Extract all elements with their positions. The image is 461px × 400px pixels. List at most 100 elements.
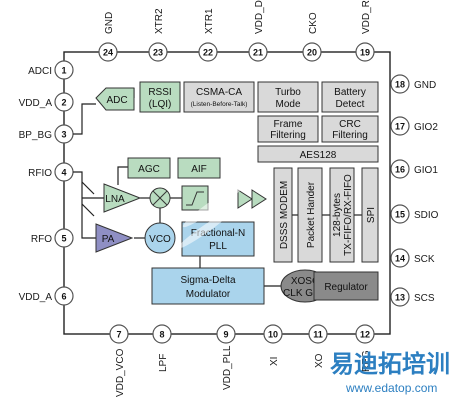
pin-3-label: BP_BG xyxy=(19,130,53,141)
pin-10: 10 XI xyxy=(263,324,283,366)
pin-14-number: 14 xyxy=(395,254,405,264)
packet-handler-block: Packet Hander xyxy=(297,167,323,263)
aes-shape xyxy=(257,145,379,163)
pin-3-number: 3 xyxy=(61,130,66,140)
adc-shape xyxy=(95,87,135,111)
rssi-shape xyxy=(139,81,181,113)
fifo-shape xyxy=(329,167,355,263)
adc-label: ADC xyxy=(106,95,127,106)
pin-13-ring xyxy=(390,287,410,307)
regulator-shape xyxy=(313,271,379,301)
pin-5-number: 5 xyxy=(61,234,66,244)
battery-shape xyxy=(321,81,379,113)
pin-21-ring xyxy=(248,42,268,62)
pin-15-label: SDIO xyxy=(414,210,439,221)
pin-16-label: GIO1 xyxy=(414,165,438,176)
pin-23-label: XTR2 xyxy=(154,8,165,34)
pin-18: 18 GND xyxy=(390,74,436,94)
pin-24-label: GND xyxy=(104,12,115,34)
pin-15: 15 SDIO xyxy=(390,204,439,224)
pin-9-number: 9 xyxy=(223,330,228,340)
pin-6-label: VDD_A xyxy=(19,292,53,303)
vco-shape xyxy=(144,222,176,254)
pin-23: XTR2 23 xyxy=(148,8,168,62)
pin-21-label: VDD_D xyxy=(254,0,265,34)
pin-16-number: 16 xyxy=(395,165,405,175)
turbo-shape xyxy=(257,81,319,113)
frame-filter-label-1: Frame xyxy=(274,119,303,130)
pin-24-number: 24 xyxy=(103,48,113,58)
pin-19-number: 19 xyxy=(360,48,370,58)
spi-block: SPI xyxy=(361,167,379,263)
crc-filter-shape xyxy=(321,115,379,143)
pin-15-number: 15 xyxy=(395,210,405,220)
spi-label: SPI xyxy=(366,207,377,223)
streak-2 xyxy=(177,211,231,249)
pin-20: CKO 20 xyxy=(302,12,322,62)
pin-11: 11 XO xyxy=(308,324,328,368)
pin-5-label: RFO xyxy=(31,234,52,245)
turbo-label-1: Turbo xyxy=(275,87,301,98)
regulator-block: Regulator xyxy=(313,271,379,301)
vco-label: VCO xyxy=(149,234,171,245)
aes-label: AES128 xyxy=(300,150,337,161)
pin-17: 17 GIO2 xyxy=(390,116,438,136)
pin-11-ring xyxy=(308,324,328,344)
pin-5: RFO 5 xyxy=(31,228,74,248)
pin-9: 9 VDD_PLL xyxy=(216,324,236,390)
pin-2-number: 2 xyxy=(61,98,66,108)
pin-19: VDD_R 19 xyxy=(355,0,375,62)
pin-14-label: SCK xyxy=(414,254,435,265)
wire-tr-switch-2 xyxy=(81,203,95,217)
sigma-label-2: Modulator xyxy=(186,289,231,300)
pa-shape xyxy=(95,223,134,253)
pin-8: 8 LPF xyxy=(152,324,172,372)
xosc-label-2: CLK GEN xyxy=(283,288,327,299)
aif-block: AIF xyxy=(177,157,221,179)
if-amplifier-icon xyxy=(237,189,267,209)
center-watermark-streaks xyxy=(177,164,258,249)
pin-16-ring xyxy=(390,159,410,179)
pin-8-ring xyxy=(152,324,172,344)
pin-6: VDD_A 6 xyxy=(19,286,74,306)
pin-2-ring xyxy=(54,92,74,112)
pin-22-number: 22 xyxy=(203,48,213,58)
pin-1-ring xyxy=(54,60,74,80)
wire-tr-switch xyxy=(81,181,95,195)
mixer-icon xyxy=(149,187,171,209)
battery-label-2: Detect xyxy=(336,99,365,110)
battery-block: Battery Detect xyxy=(321,81,379,113)
agc-label: AGC xyxy=(138,164,160,175)
rssi-block: RSSI (LQI) xyxy=(139,81,181,113)
pin-14-ring xyxy=(390,248,410,268)
pin-7: 7 VDD_VCO xyxy=(109,324,129,397)
pin-12-label: REG xyxy=(361,350,372,372)
turbo-label-2: Mode xyxy=(275,99,300,110)
mixer-cross-b xyxy=(152,190,168,206)
pin-10-label: XI xyxy=(269,357,280,366)
pin-17-ring xyxy=(390,116,410,136)
aif-label: AIF xyxy=(191,164,207,175)
sigma-shape xyxy=(151,267,265,305)
pin-13-number: 13 xyxy=(395,293,405,303)
pin-21: VDD_D 21 xyxy=(248,0,268,62)
fifo-label-2: TX-FIFO/RX-FIFO xyxy=(343,174,354,256)
pin-3: BP_BG 3 xyxy=(19,124,74,144)
packet-label: Packet Hander xyxy=(306,181,317,248)
csma-block: CSMA-CA (Listen-Before-Talk) xyxy=(183,81,255,113)
wire-bpbg-adc xyxy=(73,103,96,135)
sigma-label-1: Sigma-Delta xyxy=(180,275,235,286)
frame-filter-label-2: Filtering xyxy=(270,130,306,141)
pin-4: RFIO 4 xyxy=(28,162,74,182)
filter-shape xyxy=(181,185,209,211)
streak-3 xyxy=(214,164,258,196)
pin-11-number: 11 xyxy=(313,330,323,340)
battery-label-1: Battery xyxy=(334,87,366,98)
pin-21-number: 21 xyxy=(253,48,263,58)
pin-8-label: LPF xyxy=(158,354,169,372)
pin-23-ring xyxy=(148,42,168,62)
pin-20-ring xyxy=(302,42,322,62)
pin-1-number: 1 xyxy=(61,66,66,76)
pin-14: 14 SCK xyxy=(390,248,435,268)
